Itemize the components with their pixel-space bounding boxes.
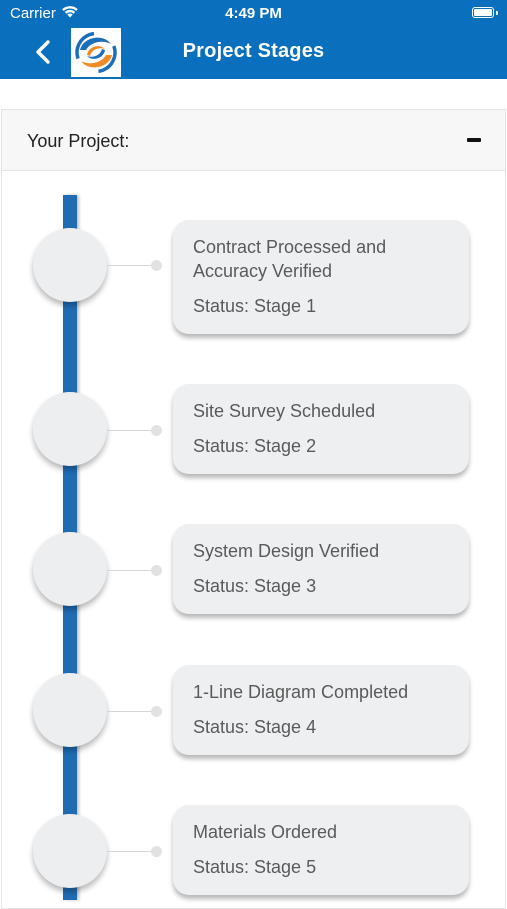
stage-connector <box>107 570 155 571</box>
swirl-logo-icon <box>75 31 117 74</box>
connector-dot <box>151 260 162 271</box>
stage-card[interactable]: Contract Processed and Accuracy Verified… <box>173 220 469 334</box>
stage-status: Status: Stage 1 <box>193 296 317 316</box>
nav-header: Carrier 4:49 PM Project Stages <box>0 0 507 79</box>
stage-status: Status: Stage 5 <box>193 857 317 877</box>
stage-status: Status: Stage 4 <box>193 717 317 737</box>
collapse-button[interactable] <box>464 133 486 147</box>
stage-node <box>33 392 107 466</box>
stage-title: System Design Verified <box>193 541 380 561</box>
stage-status: Status: Stage 3 <box>193 576 317 596</box>
minus-icon <box>467 138 481 142</box>
clock: 4:49 PM <box>225 5 282 22</box>
stage-title: Materials Ordered <box>193 822 338 842</box>
chevron-left-icon <box>36 40 50 64</box>
battery-cap <box>496 11 498 15</box>
status-bar: Carrier 4:49 PM <box>0 0 507 28</box>
stage-node <box>33 532 107 606</box>
stage-node <box>33 228 107 302</box>
back-button[interactable] <box>30 38 58 66</box>
connector-dot <box>151 565 162 576</box>
stage-connector <box>107 265 155 266</box>
wifi-icon <box>60 3 80 24</box>
stage-connector <box>107 711 155 712</box>
stage-title: 1-Line Diagram Completed <box>193 682 409 702</box>
connector-dot <box>151 846 162 857</box>
stage-card[interactable]: Materials Ordered Status: Stage 5 <box>173 805 469 895</box>
carrier-label: Carrier <box>10 5 56 22</box>
page-title: Project Stages <box>182 40 325 62</box>
stage-card[interactable]: System Design Verified Status: Stage 3 <box>173 524 469 614</box>
battery-icon <box>472 7 494 18</box>
panel-title: Your Project: <box>27 131 130 151</box>
stage-node <box>33 673 107 747</box>
stage-card[interactable]: Site Survey Scheduled Status: Stage 2 <box>173 384 469 474</box>
stage-connector <box>107 851 155 852</box>
stage-card[interactable]: 1-Line Diagram Completed Status: Stage 4 <box>173 665 469 755</box>
panel-header[interactable]: Your Project: <box>2 110 505 171</box>
stage-title: Contract Processed and Accuracy Verified <box>193 237 387 281</box>
connector-dot <box>151 706 162 717</box>
connector-dot <box>151 425 162 436</box>
stage-node <box>33 814 107 888</box>
stage-status: Status: Stage 2 <box>193 436 317 456</box>
company-logo <box>71 28 121 77</box>
stage-title: Site Survey Scheduled <box>193 401 376 421</box>
stage-connector <box>107 430 155 431</box>
